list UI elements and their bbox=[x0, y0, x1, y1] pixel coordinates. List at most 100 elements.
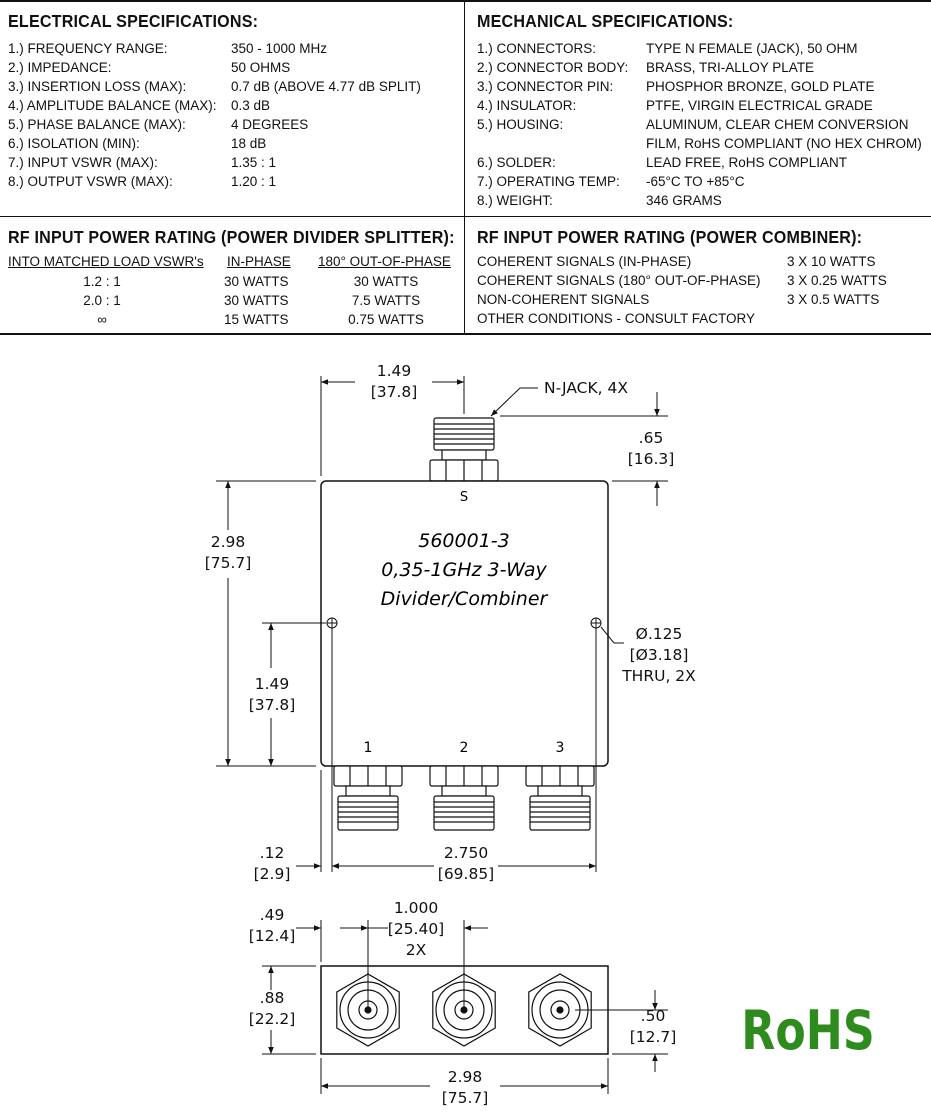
spec-label: 2.) IMPEDANCE: bbox=[8, 60, 112, 75]
callout-n-jack: N-JACK, 4X bbox=[544, 379, 628, 397]
spec-label: 5.) HOUSING: bbox=[477, 117, 564, 132]
combiner-value: 3 X 10 WATTS bbox=[787, 254, 876, 269]
combiner-label: OTHER CONDITIONS - CONSULT FACTORY bbox=[477, 311, 756, 326]
spec-label: 8.) WEIGHT: bbox=[477, 193, 553, 208]
column-divider bbox=[464, 2, 465, 333]
spec-value: 1.35 : 1 bbox=[231, 155, 277, 170]
combiner-label: COHERENT SIGNALS (180° OUT-OF-PHASE) bbox=[477, 273, 761, 288]
splitter-in-phase: 30 WATTS bbox=[224, 274, 289, 289]
mount-hole-left bbox=[326, 617, 338, 629]
spec-value: FILM, RoHS COMPLIANT (NO HEX CHROM) bbox=[646, 136, 922, 151]
combiner-label: NON-COHERENT SIGNALS bbox=[477, 292, 650, 307]
part-description-1: 0,35-1GHz 3-Way bbox=[381, 559, 547, 581]
spec-label: 7.) INPUT VSWR (MAX): bbox=[8, 155, 158, 170]
dim-thickness-mm: [22.2] bbox=[249, 1010, 296, 1028]
spec-value: 350 - 1000 MHz bbox=[231, 41, 328, 56]
part-description-2: Divider/Combiner bbox=[381, 588, 549, 610]
spec-value: 346 GRAMS bbox=[646, 193, 722, 208]
spec-label: 1.) CONNECTORS: bbox=[477, 41, 597, 56]
spec-label: 5.) PHASE BALANCE (MAX): bbox=[8, 117, 186, 132]
spec-value: BRASS, TRI-ALLOY PLATE bbox=[646, 60, 815, 75]
part-number: 560001-3 bbox=[418, 530, 509, 552]
spec-label: 2.) CONNECTOR BODY: bbox=[477, 60, 629, 75]
dim-edge-offset: .12 bbox=[260, 844, 285, 862]
mechanical-title: MECHANICAL SPECIFICATIONS: bbox=[477, 11, 734, 31]
spec-value: 18 dB bbox=[231, 136, 267, 151]
port-label-2: 2 bbox=[460, 740, 469, 756]
row-divider bbox=[0, 216, 931, 217]
splitter-vswr: 2.0 : 1 bbox=[83, 293, 121, 308]
combiner-label: COHERENT SIGNALS (IN-PHASE) bbox=[477, 254, 692, 269]
splitter-out-phase: 0.75 WATTS bbox=[348, 312, 424, 327]
spec-label: 7.) OPERATING TEMP: bbox=[477, 174, 620, 189]
dim-side-first-mm: [12.4] bbox=[249, 927, 296, 945]
connector-port-1 bbox=[333, 765, 403, 831]
connector-s bbox=[429, 417, 499, 482]
splitter-header-in-phase: IN-PHASE bbox=[227, 254, 291, 269]
dim-center-height: .50 bbox=[641, 1007, 666, 1025]
spec-label: 6.) ISOLATION (MIN): bbox=[8, 136, 140, 151]
port-label-s: S bbox=[460, 490, 468, 505]
spec-value: -65°C TO +85°C bbox=[646, 174, 745, 189]
dim-pitch: 1.000 bbox=[394, 899, 438, 917]
spec-table: ELECTRICAL SPECIFICATIONS: 1.) FREQUENCY… bbox=[0, 0, 931, 335]
splitter-in-phase: 15 WATTS bbox=[224, 312, 289, 327]
dim-pitch-note: 2X bbox=[406, 941, 427, 959]
splitter-title: RF INPUT POWER RATING (POWER DIVIDER SPL… bbox=[8, 227, 455, 247]
dim-port-span-mm: [69.85] bbox=[438, 865, 494, 883]
splitter-header-out-phase: 180° OUT-OF-PHASE bbox=[318, 254, 451, 269]
dim-bottom-width-mm: [75.7] bbox=[442, 1089, 489, 1107]
splitter-out-phase: 30 WATTS bbox=[353, 274, 419, 289]
connector-port-3 bbox=[525, 765, 595, 831]
dim-conn-height-mm: [16.3] bbox=[628, 450, 675, 468]
dim-conn-height: .65 bbox=[639, 429, 664, 447]
dim-hole-dia-mm: [Ø3.18] bbox=[630, 646, 689, 664]
spec-label: 4.) AMPLITUDE BALANCE (MAX): bbox=[8, 98, 217, 113]
port-label-3: 3 bbox=[556, 740, 565, 756]
splitter-out-phase: 7.5 WATTS bbox=[351, 293, 421, 308]
combiner-value: 3 X 0.5 WATTS bbox=[787, 292, 880, 307]
splitter-vswr: 1.2 : 1 bbox=[83, 274, 121, 289]
spec-label: 4.) INSULATOR: bbox=[477, 98, 577, 113]
dim-hole-note: THRU, 2X bbox=[621, 667, 696, 685]
spec-label: 8.) OUTPUT VSWR (MAX): bbox=[8, 174, 173, 189]
spec-label: 1.) FREQUENCY RANGE: bbox=[8, 41, 168, 56]
spec-value: TYPE N FEMALE (JACK), 50 OHM bbox=[646, 41, 858, 56]
spec-value: 0.7 dB (ABOVE 4.77 dB SPLIT) bbox=[231, 79, 421, 94]
spec-value: 4 DEGREES bbox=[231, 117, 309, 132]
mount-hole-right bbox=[590, 617, 602, 629]
spec-value: PTFE, VIRGIN ELECTRICAL GRADE bbox=[646, 98, 873, 113]
dim-top-width: 1.49 bbox=[377, 362, 412, 380]
spec-value: 0.3 dB bbox=[231, 98, 271, 113]
dim-body-height-mm: [75.7] bbox=[205, 554, 252, 572]
dim-hole-height: 1.49 bbox=[255, 675, 290, 693]
port-label-1: 1 bbox=[364, 740, 373, 756]
splitter-vswr: ∞ bbox=[97, 312, 107, 327]
dim-bottom-width: 2.98 bbox=[448, 1068, 483, 1086]
dim-center-height-mm: [12.7] bbox=[630, 1028, 677, 1046]
spec-label: 3.) INSERTION LOSS (MAX): bbox=[8, 79, 187, 94]
dim-hole-dia: Ø.125 bbox=[636, 625, 683, 643]
spec-label: 6.) SOLDER: bbox=[477, 155, 556, 170]
spec-value: ALUMINUM, CLEAR CHEM CONVERSION bbox=[646, 117, 909, 132]
dim-body-height: 2.98 bbox=[211, 533, 246, 551]
combiner-value: 3 X 0.25 WATTS bbox=[787, 273, 887, 288]
rohs-logo: RoHS bbox=[741, 999, 874, 1062]
spec-value: LEAD FREE, RoHS COMPLIANT bbox=[646, 155, 848, 170]
spec-label: 3.) CONNECTOR PIN: bbox=[477, 79, 614, 94]
combiner-title: RF INPUT POWER RATING (POWER COMBINER): bbox=[477, 227, 863, 247]
splitter-header-vswr: INTO MATCHED LOAD VSWR's bbox=[8, 254, 204, 269]
spec-value: 1.20 : 1 bbox=[231, 174, 277, 189]
dim-pitch-mm: [25.40] bbox=[388, 920, 444, 938]
splitter-in-phase: 30 WATTS bbox=[224, 293, 289, 308]
spec-value: PHOSPHOR BRONZE, GOLD PLATE bbox=[646, 79, 875, 94]
dim-thickness: .88 bbox=[260, 989, 285, 1007]
dim-hole-height-mm: [37.8] bbox=[249, 696, 296, 714]
dim-side-first: .49 bbox=[260, 906, 285, 924]
spec-value: 50 OHMS bbox=[231, 60, 291, 75]
dim-edge-offset-mm: [2.9] bbox=[254, 865, 291, 883]
electrical-title: ELECTRICAL SPECIFICATIONS: bbox=[8, 11, 259, 31]
connector-port-2 bbox=[429, 765, 499, 831]
housing-body bbox=[320, 480, 609, 767]
